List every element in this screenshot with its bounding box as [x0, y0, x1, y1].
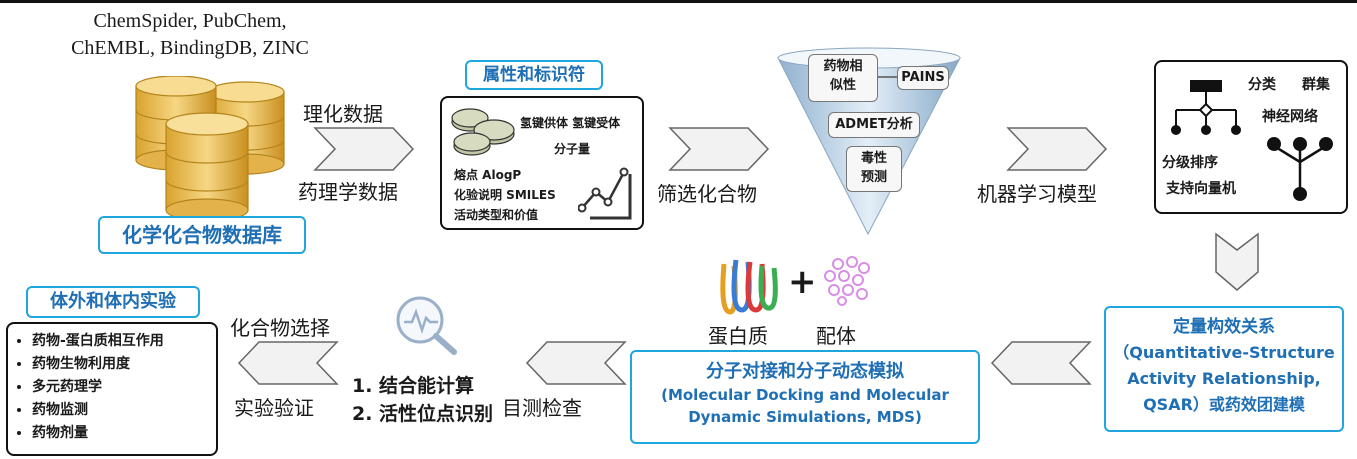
chevron-right-icon	[313, 127, 415, 171]
sources-line-2: ChEMBL, BindingDB, ZINC	[71, 37, 309, 59]
connector-line	[878, 76, 898, 78]
ligand-label: 配体	[816, 324, 856, 348]
sources-line-1: ChemSpider, PubChem,	[93, 10, 287, 32]
mw-label: 分子量	[554, 142, 591, 156]
analysis-item-2: 2. 活性位点识别	[352, 403, 494, 425]
experiments-list: 药物-蛋白质相互作用药物生物利用度多元药理学药物监测药物剂量	[14, 330, 164, 445]
drug-likeness-pill: 药物相 似性	[808, 54, 878, 102]
chevron-down-icon	[1215, 232, 1259, 291]
ranking-label: 分级排序	[1162, 155, 1218, 171]
database-cylinders-icon	[135, 76, 285, 222]
qsar-line-3: Activity Relationship,	[1127, 369, 1321, 388]
docking-line-2: (Molecular Docking and Molecular	[661, 386, 949, 404]
magnifier-search-icon	[396, 296, 457, 355]
database-title: 化学化合物数据库	[98, 216, 306, 254]
qsar-box: 定量构效关系 （Quantitative-Structure Activity …	[1104, 306, 1344, 432]
classification-label: 分类	[1248, 77, 1276, 93]
toxicity-line-1: 毒性	[860, 151, 887, 166]
chart-trend-icon	[578, 167, 632, 220]
chevron-left-icon	[525, 341, 627, 385]
screening-label: 筛选化合物	[657, 182, 757, 206]
experiment-item: 药物监测	[32, 399, 164, 422]
qsar-line-1: 定量构效关系	[1173, 317, 1275, 337]
experiment-item: 药物剂量	[32, 422, 164, 445]
experiment-item: 药物-蛋白质相互作用	[32, 330, 164, 353]
visual-inspection-label: 目测检查	[502, 396, 582, 420]
docking-line-3: Dynamic Simulations, MDS)	[688, 408, 922, 426]
chevron-left-icon	[990, 341, 1092, 385]
drug-likeness-line-2: 似性	[829, 78, 856, 93]
experiments-box: 药物-蛋白质相互作用药物生物利用度多元药理学药物监测药物剂量	[6, 322, 218, 456]
admet-pill: ADMET分析	[828, 112, 920, 138]
qsar-line-4: QSAR）或药效团建模	[1143, 395, 1305, 414]
chevron-right-icon	[668, 127, 770, 171]
protein-ribbon-icon	[720, 259, 778, 315]
neural-network-label: 神经网络	[1262, 109, 1318, 125]
experiment-item: 药物生物利用度	[32, 353, 164, 376]
toxicity-pill: 毒性 预测	[846, 146, 902, 192]
experiments-title: 体外和体内实验	[26, 286, 200, 318]
analysis-item-1: 1. 结合能计算	[352, 375, 475, 397]
ml-model-label: 机器学习模型	[977, 182, 1097, 206]
physchem-label: 理化数据	[303, 102, 383, 126]
drug-likeness-line-1: 药物相	[823, 59, 863, 74]
network-nodes-icon	[1267, 137, 1333, 201]
properties-title: 属性和标识符	[465, 60, 603, 90]
protein-label: 蛋白质	[708, 324, 768, 348]
hbond-label: 氢键供体 氢键受体	[520, 116, 621, 130]
compound-selection-label: 化合物选择	[230, 316, 330, 340]
chevron-left-icon	[237, 341, 339, 385]
pill-coins-icon	[451, 108, 515, 156]
assay-smiles-label: 化验说明 SMILES	[454, 188, 556, 202]
pains-pill: PAINS	[897, 66, 949, 90]
chevron-right-icon	[1006, 127, 1108, 171]
clustering-label: 群集	[1302, 77, 1330, 93]
experimental-validation-label: 实验验证	[234, 396, 314, 420]
docking-line-1: 分子对接和分子动态模拟	[706, 361, 904, 382]
toxicity-line-2: 预测	[860, 170, 887, 185]
experiment-item: 多元药理学	[32, 376, 164, 399]
ml-methods-box: 分类 群集 神经网络 分级排序 支持向量机	[1154, 60, 1348, 214]
svm-label: 支持向量机	[1166, 181, 1236, 197]
docking-box: 分子对接和分子动态模拟 (Molecular Docking and Molec…	[630, 350, 980, 444]
analysis-list: 1. 结合能计算 2. 活性位点识别	[352, 372, 493, 428]
ligand-molecules-icon	[824, 256, 870, 306]
activity-label: 活动类型和价值	[454, 208, 539, 222]
pharmacology-label: 药理学数据	[298, 180, 398, 204]
mp-alogp-label: 熔点 AlogP	[454, 168, 522, 182]
decision-tree-icon	[1171, 80, 1241, 135]
plus-sign: +	[788, 262, 817, 302]
properties-box: 氢键供体 氢键受体 分子量 熔点 AlogP 化验说明 SMILES 活动类型和…	[440, 96, 644, 230]
database-sources: ChemSpider, PubChem, ChEMBL, BindingDB, …	[40, 8, 340, 62]
top-border-line	[0, 0, 1357, 3]
qsar-line-2: （Quantitative-Structure	[1113, 343, 1335, 362]
